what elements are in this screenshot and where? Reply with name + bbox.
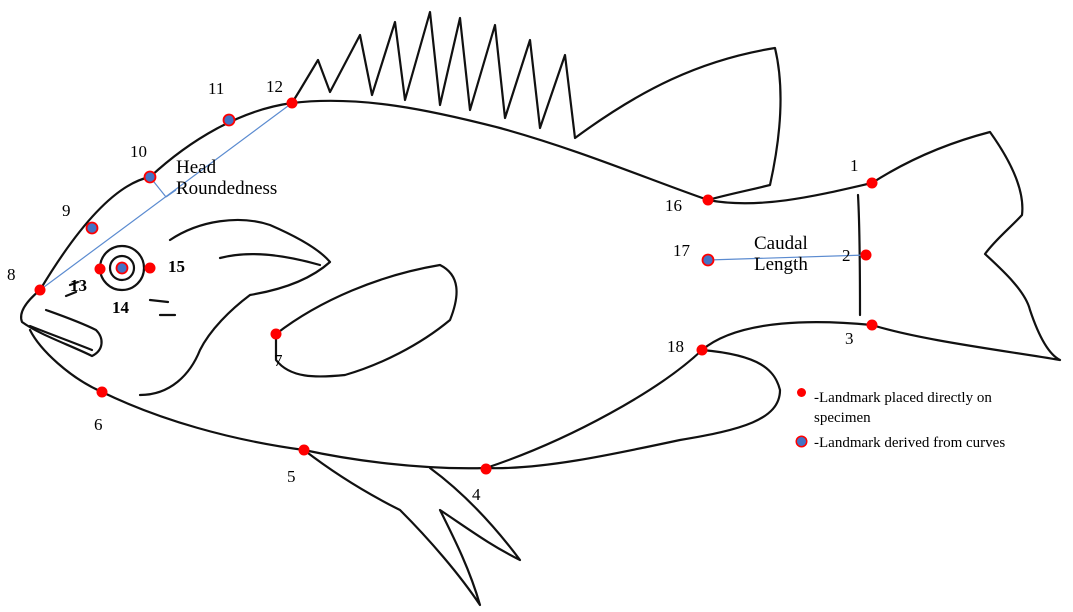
head-roundedness-annot-link <box>166 190 176 197</box>
landmark-label-1: 1 <box>850 157 859 174</box>
landmark-14-marker <box>117 263 128 274</box>
landmark-label-2: 2 <box>842 247 851 264</box>
landmark-label-11: 11 <box>208 80 224 97</box>
landmark-17-marker <box>703 255 714 266</box>
landmark-15-marker <box>145 263 156 274</box>
legend-curve-marker-icon <box>797 437 806 446</box>
landmark-10-marker <box>145 172 156 183</box>
legend-direct-text: -Landmark placed directly on specimen <box>814 389 992 428</box>
landmark-13-marker <box>95 264 106 275</box>
landmark-label-14: 14 <box>112 299 129 316</box>
landmark-label-13: 13 <box>70 277 87 294</box>
landmark-2-marker <box>861 250 872 261</box>
landmark-label-18: 18 <box>667 338 684 355</box>
caudal-fin <box>872 132 1060 360</box>
landmark-9-marker <box>87 223 98 234</box>
landmark-4-marker <box>481 464 492 475</box>
legend-direct-marker-icon <box>797 388 806 397</box>
landmark-1-marker <box>867 178 878 189</box>
dorsal-fin <box>292 12 780 200</box>
landmark-label-7: 7 <box>274 352 283 369</box>
caudal-length-line2: Length <box>754 255 808 276</box>
gill-cover <box>140 220 330 395</box>
landmark-12-marker <box>287 98 298 109</box>
head-roundedness-line1: Head <box>176 158 277 179</box>
head-roundedness-line2: Roundedness <box>176 179 277 200</box>
legend-direct-line2: specimen <box>814 409 992 429</box>
head-roundedness-annotation: Head Roundedness <box>176 158 277 200</box>
mouth-outline <box>21 290 101 356</box>
landmark-label-12: 12 <box>266 78 283 95</box>
landmark-6-marker <box>97 387 108 398</box>
body-ventral-outline <box>30 322 872 468</box>
landmark-5-marker <box>299 445 310 456</box>
landmark-label-17: 17 <box>673 242 690 259</box>
legend-direct-line1: -Landmark placed directly on <box>814 389 992 409</box>
pectoral-fin <box>276 265 457 376</box>
landmark-label-16: 16 <box>665 197 682 214</box>
landmark-label-3: 3 <box>845 330 854 347</box>
caudal-length-line1: Caudal <box>754 234 808 255</box>
landmark-label-15: 15 <box>168 258 185 275</box>
landmark-label-8: 8 <box>7 266 16 283</box>
legend-curve-text: -Landmark derived from curves <box>814 434 1005 454</box>
landmark-3-marker <box>867 320 878 331</box>
landmark-7-marker <box>271 329 282 340</box>
landmark-label-6: 6 <box>94 416 103 433</box>
landmark-label-4: 4 <box>472 486 481 503</box>
landmark-label-10: 10 <box>130 143 147 160</box>
landmark-18-marker <box>697 345 708 356</box>
landmark-11-marker <box>224 115 235 126</box>
landmark-label-9: 9 <box>62 202 71 219</box>
landmark-8-marker <box>35 285 46 296</box>
caudal-length-annotation: Caudal Length <box>754 234 808 276</box>
landmark-label-5: 5 <box>287 468 296 485</box>
landmark-16-marker <box>703 195 714 206</box>
